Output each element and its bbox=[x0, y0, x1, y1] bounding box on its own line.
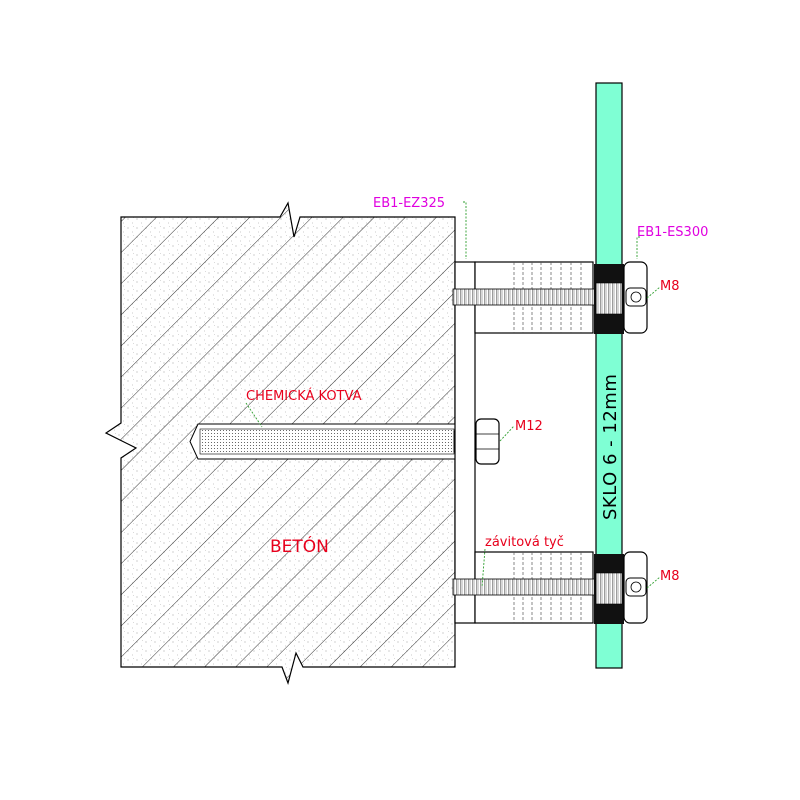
spacer-tube-bottom bbox=[452, 551, 596, 624]
label-bolt-top: M8 bbox=[660, 279, 680, 294]
spacer-bracket bbox=[454, 261, 476, 624]
label-threaded-rod: závitová tyč bbox=[485, 535, 564, 550]
label-chemical-anchor: CHEMICKÁ KOTVA bbox=[246, 388, 362, 404]
label-concrete: BETÓN bbox=[270, 535, 329, 557]
rubber-seal-top bbox=[594, 264, 624, 334]
rubber-seal-bottom bbox=[594, 554, 624, 624]
label-anchor-nut: M12 bbox=[515, 419, 543, 434]
label-glass: SKLO 6 - 12mm bbox=[600, 374, 621, 520]
label-spacer-code: EB1-EZ325 bbox=[373, 196, 445, 211]
m12-nut bbox=[475, 418, 500, 465]
label-bolt-bottom: M8 bbox=[660, 569, 680, 584]
cap-top bbox=[623, 261, 648, 334]
leader-lines bbox=[245, 201, 661, 589]
cap-bottom bbox=[623, 551, 648, 624]
label-cap-code: EB1-ES300 bbox=[637, 225, 708, 240]
chemical-anchor bbox=[189, 423, 477, 460]
